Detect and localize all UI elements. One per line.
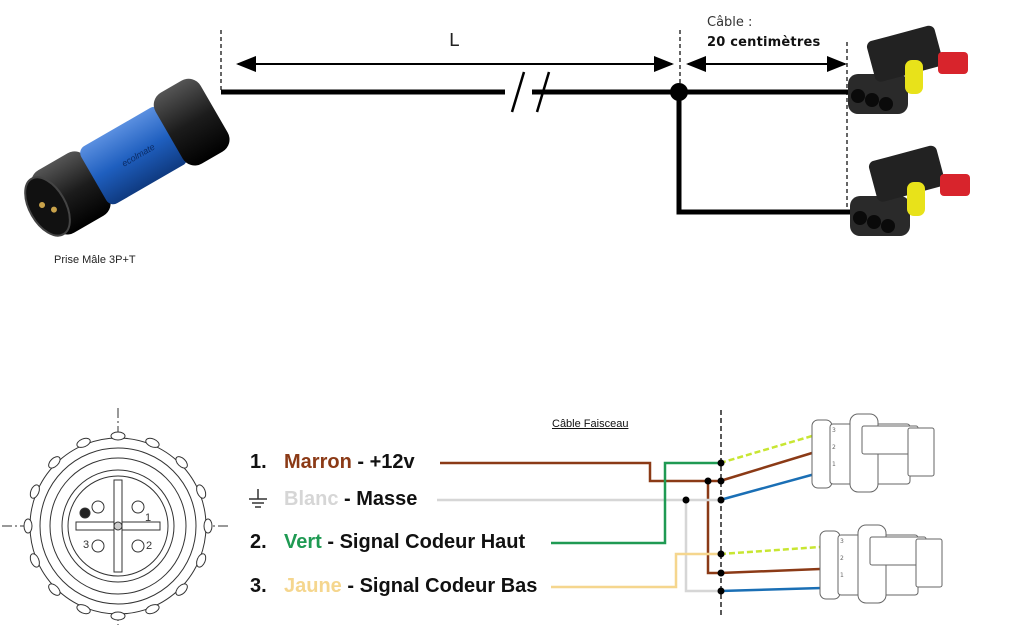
cable-break-mark — [535, 71, 551, 113]
plug-face — [24, 176, 71, 237]
connector-wire-pin1 — [719, 586, 823, 593]
connector-wire-pin2 — [719, 451, 813, 483]
legend-number: 2. — [250, 531, 267, 553]
connector-wire-pin2 — [719, 567, 821, 575]
pinout-knurl-bumps — [23, 431, 213, 621]
knurl-bump — [48, 456, 61, 469]
legend-function: +12v — [369, 451, 415, 473]
harness-wires — [437, 434, 823, 593]
connector-wire-pin3 — [719, 545, 821, 556]
svg-text:2: 2 — [840, 555, 844, 562]
connector-drawing-lower: 3 2 1 — [819, 524, 943, 604]
connector-wire-pin3 — [719, 434, 813, 465]
wire-jaune — [551, 552, 720, 589]
cable-label: Câble : — [707, 15, 753, 30]
legend-number: 3. — [250, 575, 267, 597]
wire-marron — [440, 461, 720, 575]
harness-label: Câble Faisceau — [552, 418, 629, 430]
knurl-bump — [203, 518, 213, 534]
knurl-bump — [76, 437, 91, 448]
svg-text:3: 3 — [832, 427, 836, 434]
knurl-bump — [48, 583, 61, 596]
knurl-bump — [29, 484, 40, 499]
plug-blue-body — [80, 106, 188, 205]
legend-color-name: Vert — [284, 531, 322, 553]
legend-number: 1. — [250, 451, 267, 473]
connector-wire-pin1 — [719, 472, 816, 502]
pin-number-1: 1 — [145, 512, 151, 524]
legend-color-name: Jaune — [284, 575, 342, 597]
pin-number-3: 3 — [83, 539, 89, 551]
plug-pin — [39, 202, 46, 208]
legend-function: Masse — [356, 488, 418, 510]
knurl-bump — [145, 604, 160, 615]
plug-pin — [50, 206, 57, 213]
wire-vert — [551, 461, 720, 545]
knurl-bump — [196, 553, 207, 568]
legend-item-vert: 2. Vert - Signal Codeur Haut — [250, 531, 525, 554]
pinout-face-drawing — [2, 408, 230, 625]
legend-color-name: Marron — [284, 451, 352, 473]
legend-separator: - — [321, 531, 340, 553]
legend-color-name: Blanc — [284, 488, 339, 510]
knurl-bump — [23, 518, 33, 534]
svg-text:1: 1 — [840, 572, 844, 579]
knurl-bump — [110, 431, 126, 441]
knurl-bump — [196, 484, 207, 499]
legend-item-marron: 1. Marron - +12v — [250, 451, 415, 474]
legend-item-blanc: Blanc - Masse — [284, 488, 417, 511]
knurl-bump — [110, 611, 126, 621]
legend-item-jaune: 3. Jaune - Signal Codeur Bas — [250, 575, 537, 598]
cable-break-mark — [510, 71, 526, 113]
male-plug-image: ecolmate — [24, 78, 230, 237]
knurl-bump — [145, 437, 160, 448]
length-L-label: L — [449, 30, 460, 51]
branch-cable-lower — [676, 92, 850, 215]
plug-label: Prise Mâle 3P+T — [54, 254, 136, 266]
plug-rear-nut — [153, 78, 230, 166]
junction-dots — [682, 459, 725, 595]
svg-text:3: 3 — [840, 538, 844, 545]
svg-text:1: 1 — [832, 461, 836, 468]
cable-length-value: 20 centimètres — [707, 35, 821, 50]
svg-text:2: 2 — [832, 444, 836, 451]
knurl-bump — [76, 604, 91, 615]
legend-separator: - — [351, 451, 370, 473]
knurl-bump — [175, 456, 188, 469]
knurl-bump — [29, 553, 40, 568]
legend-separator: - — [341, 575, 360, 597]
legend-function: Signal Codeur Bas — [359, 575, 538, 597]
wire-blanc-branch — [684, 500, 720, 593]
superseal-connector-upper — [848, 25, 968, 114]
ground-icon — [249, 489, 267, 508]
superseal-connector-lower — [850, 145, 970, 236]
pin-number-2: 2 — [146, 540, 152, 552]
knurl-bump — [175, 583, 188, 596]
legend-separator: - — [338, 488, 357, 510]
connector-drawing-upper: 3 2 1 — [811, 413, 935, 493]
legend-function: Signal Codeur Haut — [339, 531, 526, 553]
